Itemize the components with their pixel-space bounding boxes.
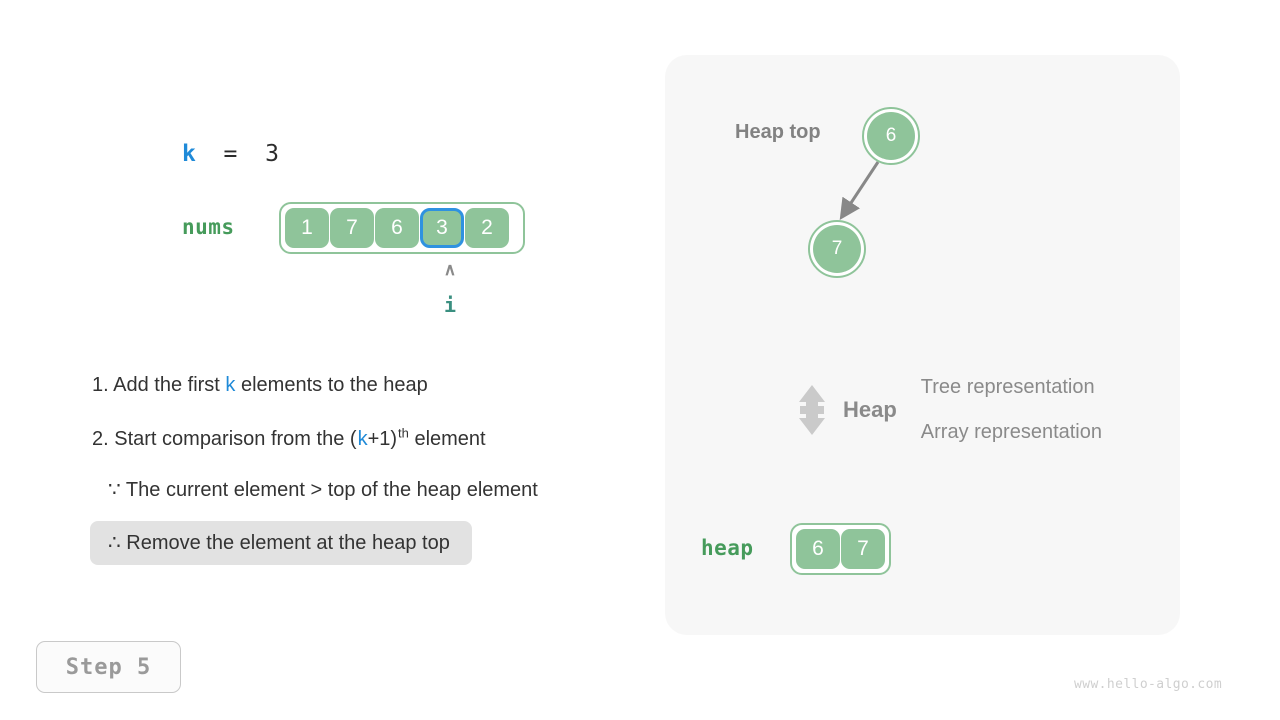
heap-array: 6 7 — [790, 523, 891, 575]
heap-representation-legend: Heap Tree representation Array represent… — [795, 365, 1102, 455]
heap-visualization-panel: Heap top 6 7 Heap Tree representation Ar… — [665, 55, 1180, 635]
heap-array-label: heap — [701, 536, 754, 560]
index-pointer: ∧ i — [440, 260, 460, 320]
instruction-because-line: ∵ The current element > top of the heap … — [108, 479, 538, 501]
instruction-step-2-ordinal-suffix: th — [398, 425, 409, 441]
instruction-therefore-line: ∴ Remove the element at the heap top — [108, 532, 450, 554]
instruction-step-2-head: 2. Start comparison from the — [92, 428, 350, 450]
instruction-step-2-plus: +1 — [367, 428, 391, 450]
k-variable-name: k — [182, 141, 196, 167]
nums-cell-0[interactable]: 1 — [285, 208, 329, 248]
instruction-step-2-close-paren: ) — [390, 428, 399, 450]
instruction-therefore-highlight: ∴ Remove the element at the heap top — [90, 521, 472, 565]
legend-tree-representation: Tree representation — [920, 376, 1095, 398]
instruction-step-1: 1. Add the first k elements to the heap — [92, 372, 428, 398]
nums-cell-4[interactable]: 2 — [465, 208, 509, 248]
legend-text-group: Tree representation Array representation — [921, 365, 1102, 455]
heap-cell-0[interactable]: 6 — [796, 529, 840, 569]
step-badge-label: Step 5 — [65, 654, 152, 680]
tree-node-child-value: 7 — [813, 225, 861, 273]
instruction-step-2: 2. Start comparison from the (k+1)th ele… — [92, 426, 486, 452]
instruction-step-1-head: 1. Add the first — [92, 374, 226, 396]
heap-cell-1[interactable]: 7 — [841, 529, 885, 569]
legend-heap-label: Heap — [843, 397, 897, 422]
caret-up-icon: ∧ — [443, 260, 457, 279]
instruction-step-1-k: k — [225, 374, 236, 396]
k-variable-line: k = 3 — [182, 141, 279, 167]
index-variable-label: i — [443, 293, 457, 317]
nums-cell-1[interactable]: 7 — [330, 208, 374, 248]
instruction-step-2-k: k — [357, 428, 368, 450]
watermark: www.hello-algo.com — [1074, 677, 1223, 692]
nums-array-label: nums — [182, 215, 235, 239]
nums-cell-3-selected[interactable]: 3 — [420, 208, 464, 248]
nums-array: 1 7 6 3 2 — [279, 202, 525, 254]
tree-node-child[interactable]: 7 — [808, 220, 866, 278]
legend-array-representation: Array representation — [920, 421, 1102, 443]
instruction-step-2-tail: element — [408, 428, 486, 450]
tree-node-root-value: 6 — [867, 112, 915, 160]
nums-cell-2[interactable]: 6 — [375, 208, 419, 248]
instruction-step-2-open-paren: ( — [349, 428, 358, 450]
k-variable-value: 3 — [265, 141, 279, 167]
k-equals-sign: = — [195, 141, 266, 167]
left-explanation-column: k = 3 nums 1 7 6 3 2 ∧ i 1. Add the firs… — [36, 141, 538, 693]
double-arrow-vertical-icon — [799, 385, 825, 435]
instruction-step-1-tail: elements to the heap — [235, 374, 428, 396]
tree-node-root[interactable]: 6 — [862, 107, 920, 165]
heap-top-label: Heap top — [735, 121, 821, 143]
step-badge: Step 5 — [36, 641, 181, 693]
